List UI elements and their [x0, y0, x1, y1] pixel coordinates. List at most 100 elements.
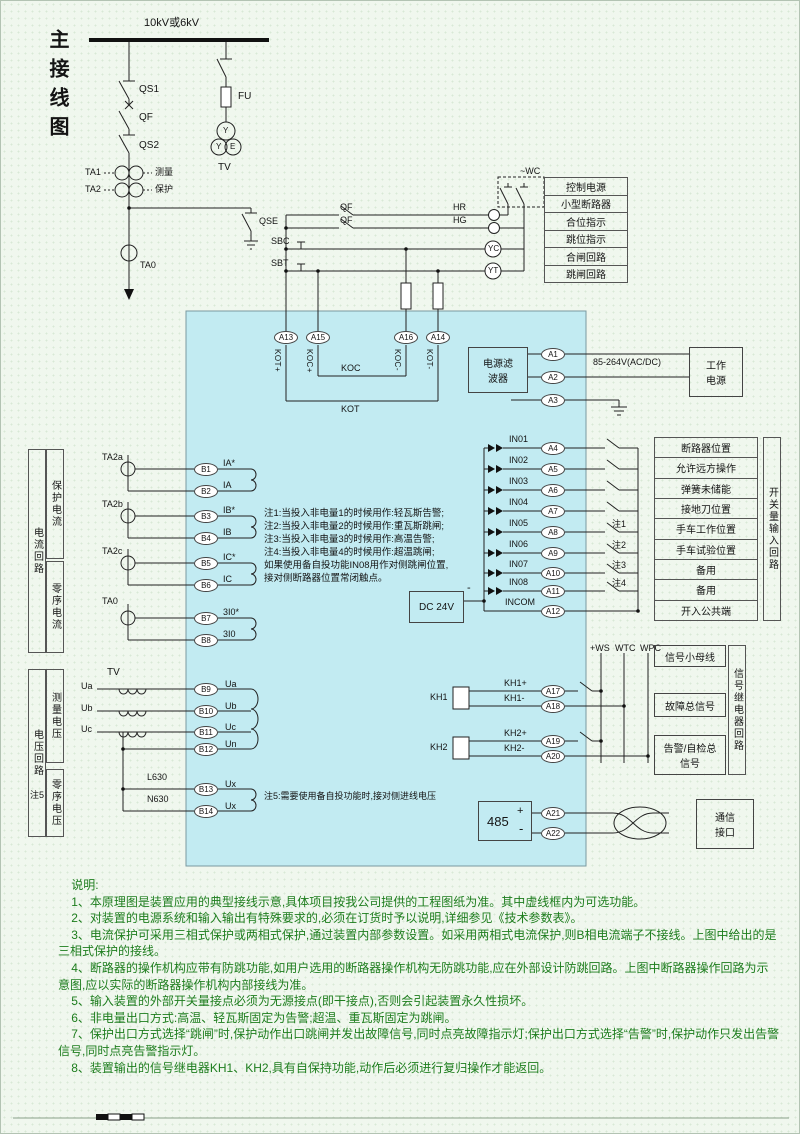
incom-label: INCOM	[505, 597, 535, 607]
sheet-frame	[13, 1113, 789, 1121]
rs485-label: 485	[487, 814, 509, 829]
ia-star-label: IA*	[223, 458, 236, 468]
terminal-b12: B12	[194, 743, 218, 756]
input-function-row: 手车工作位置	[655, 518, 757, 538]
terminal-b8: B8	[194, 634, 218, 647]
ib-star-label: IB*	[223, 505, 236, 515]
terminal-a17: A17	[541, 685, 565, 698]
sbc-button-label: SBC	[271, 236, 290, 246]
terminal-b9: B9	[194, 683, 218, 696]
ic-star-label: IC*	[223, 552, 236, 562]
bus-voltage-label: 10kV或6kV	[144, 17, 200, 29]
in02-label: IN02	[509, 455, 529, 465]
note2-ref: 注2	[612, 540, 627, 550]
control-legend-row: 控制电源	[566, 182, 606, 194]
comm-wires	[532, 806, 669, 840]
terminal-a5: A5	[541, 463, 565, 476]
koc-label: KOC	[341, 363, 361, 373]
wpc-bus-label: WPC	[640, 643, 661, 653]
measure-label: 测量	[155, 167, 174, 177]
input-function-row: 手车试验位置	[655, 538, 757, 559]
koc-plus-label: KOC+	[305, 349, 314, 374]
ta2b-label: TA2b	[102, 499, 123, 509]
kh2-plus-label: KH2+	[504, 728, 527, 738]
ia-label: IA	[223, 480, 232, 490]
terminal-a12: A12	[541, 605, 565, 618]
current-input-wires	[120, 455, 257, 641]
zero-current-box: 零序电流	[46, 561, 64, 653]
terminal-a1: A1	[541, 348, 565, 361]
zero-voltage-box: 零序电压	[46, 769, 64, 837]
koc-minus-label: KOC-	[393, 349, 402, 371]
wtc-bus-label: WTC	[615, 643, 636, 653]
ta2c-label: TA2c	[102, 546, 123, 556]
output-wires	[285, 345, 439, 402]
kh1-plus-label: KH1+	[504, 678, 527, 688]
rs485-plus: +	[517, 805, 524, 817]
terminal-a22: A22	[541, 827, 565, 840]
note1-ref: 注1	[612, 519, 627, 529]
terminal-a20: A20	[541, 750, 565, 763]
tv-input-label: TV	[107, 667, 120, 678]
n630-label: N630	[147, 794, 169, 804]
qf-label: QF	[139, 112, 153, 123]
main-circuit-wires	[104, 42, 258, 289]
current-group-box: 电流回路	[28, 449, 46, 653]
note-item: 5、输入装置的外部开关量接点必须为无源接点(即干接点),否则会引起装置永久性损坏…	[71, 994, 534, 1009]
terminal-b7: B7	[194, 612, 218, 625]
i0-label: 3I0	[223, 629, 236, 639]
uc-term-label: Uc	[225, 722, 236, 732]
protect-label: 保护	[155, 184, 174, 194]
qf-contact-b-label: QF	[340, 215, 353, 225]
terminal-b3: B3	[194, 510, 218, 523]
ta2a-label: TA2a	[102, 452, 123, 462]
un-term-label: Un	[225, 739, 237, 749]
kot-label: KOT	[341, 404, 360, 414]
tv-label: TV	[218, 162, 231, 173]
control-legend-row: 跳闸回路	[545, 264, 627, 283]
terminal-a9: A9	[541, 547, 565, 560]
i0-star-label: 3I0*	[223, 607, 240, 617]
l630-label: L630	[147, 772, 168, 782]
kot-minus-label: KOT-	[425, 349, 434, 370]
control-legend-row: 合位指示	[545, 212, 627, 230]
input-wires	[464, 438, 639, 612]
terminal-a2: A2	[541, 371, 565, 384]
yt-coil-label: YT	[488, 266, 499, 275]
input-function-row: 断路器位置	[681, 444, 731, 456]
note-item: 4、断路器的操作机构应带有防跳功能,如用户选用的断路器操作机构无防跳功能,应在外…	[58, 960, 769, 992]
dc-minus-label: -	[467, 582, 471, 594]
fault-signal-box: 故障总信号	[654, 693, 726, 717]
control-legend-row: 合闸回路	[545, 247, 627, 265]
ta0-ct-label: TA0	[102, 596, 118, 606]
terminal-b13: B13	[194, 783, 218, 796]
feeder-arrow	[124, 289, 134, 300]
note-item: 7、保护出口方式选择“跳闸”时,保护动作出口跳闸并发出故障信号,同时点亮故障指示…	[58, 1027, 780, 1058]
note-item: 1、本原理图是装置应用的典型接线示意,具体项目按我公司提供的工程图纸为准。其中虚…	[71, 894, 646, 909]
control-legend-table: 控制电源 小型断路器 合位指示 跳位指示 合闸回路 跳闸回路	[544, 177, 628, 283]
ta0-label: TA0	[140, 260, 156, 270]
kh1-minus-label: KH1-	[504, 693, 525, 703]
signal-wires	[452, 653, 649, 763]
power-wires	[511, 353, 689, 416]
signal-group-box: 信号继电器回路	[728, 645, 746, 775]
input-function-row: 开入公共端	[655, 599, 757, 620]
terminal-a15: A15	[306, 331, 330, 344]
tv-winding-3: E	[230, 142, 236, 151]
terminal-a16: A16	[394, 331, 418, 344]
note-item: 8、装置输出的信号继电器KH1、KH2,具有自保持功能,动作后必须进行复归操作才…	[71, 1060, 552, 1075]
terminal-a11: A11	[541, 585, 565, 598]
input-function-row: 允许远方操作	[655, 457, 757, 477]
terminal-a18: A18	[541, 700, 565, 713]
terminal-b11: B11	[194, 726, 218, 739]
note-item: 2、对装置的电源系统和输入输出有特殊要求的,必须在订货时予以说明,详细参见《技术…	[71, 911, 583, 926]
note4-ref: 注4	[612, 578, 627, 588]
optocoupler-diodes	[488, 444, 503, 595]
signal-bus-box: 信号小母线	[654, 645, 726, 667]
kot-plus-label: KOT+	[273, 349, 282, 373]
protect-current-box: 保护电流	[46, 449, 64, 559]
ux2-term-label: Ux	[225, 801, 236, 811]
control-source-label: ~WC	[520, 166, 541, 176]
